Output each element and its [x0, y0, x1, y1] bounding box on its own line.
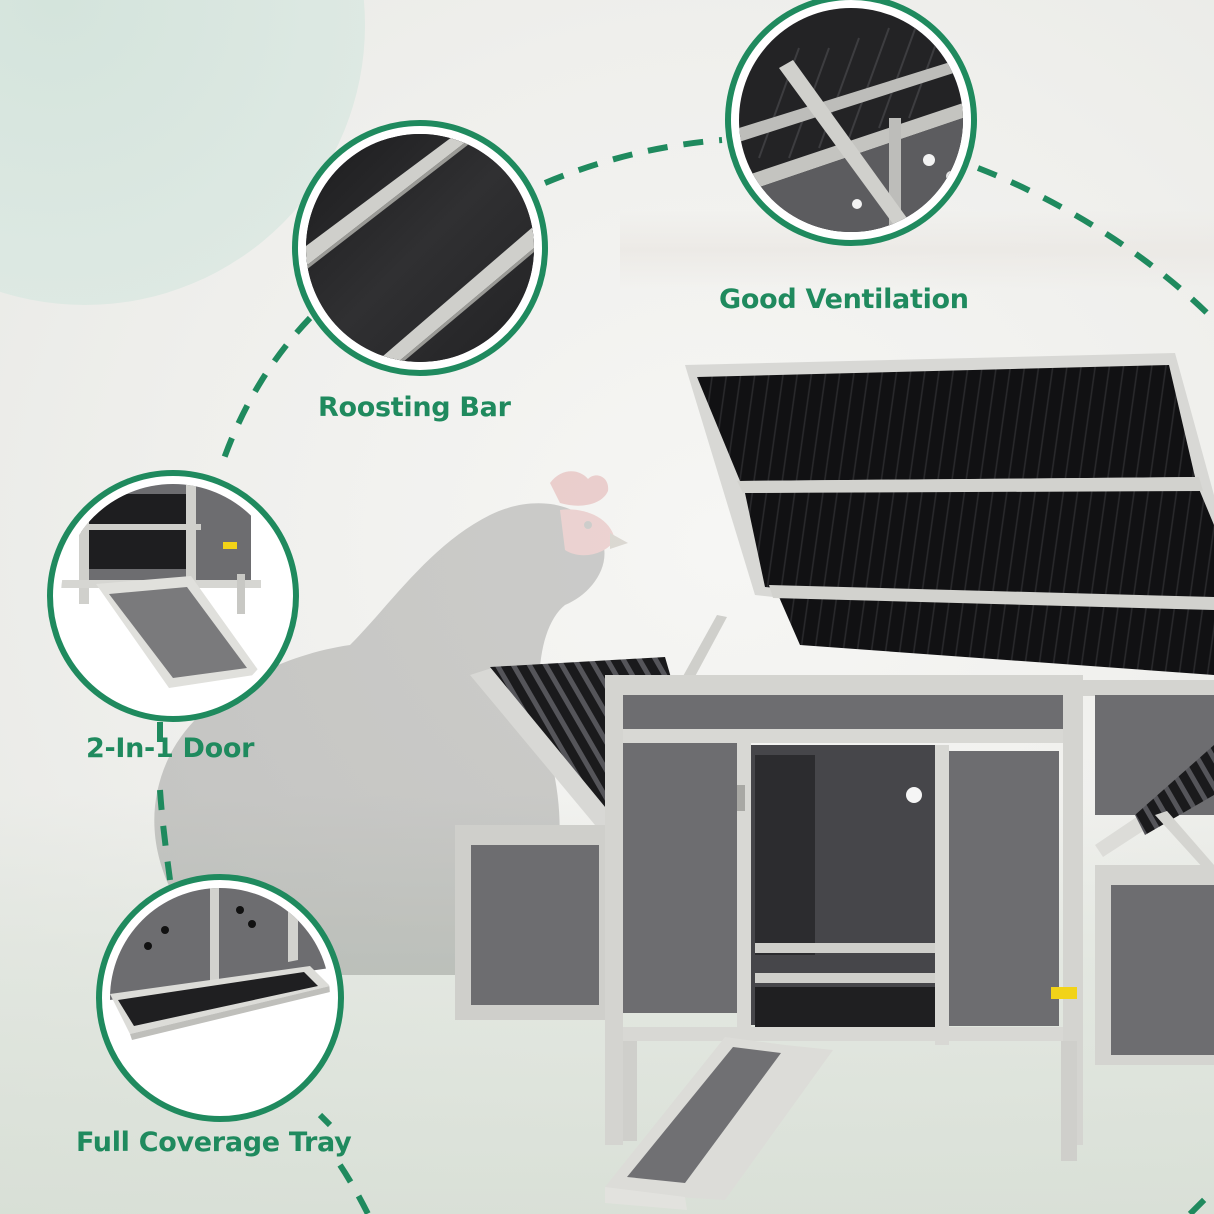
entry-ramp [605, 1037, 833, 1210]
tray-closeup-icon [110, 888, 330, 1108]
coop-main-body [605, 675, 1083, 1161]
open-roof [667, 353, 1214, 710]
chicken-coop-product [455, 345, 1214, 1214]
right-nest-box [1083, 680, 1214, 1065]
ramp-door-closeup-icon [61, 484, 285, 708]
2-in-1-door-label: 2-In-1 Door [86, 733, 255, 764]
good-ventilation-label: Good Ventilation [719, 284, 969, 315]
ventilation-image [725, 0, 977, 246]
tray-image [96, 874, 344, 1122]
full-coverage-tray-label: Full Coverage Tray [76, 1127, 352, 1158]
ramp-door-image [47, 470, 299, 722]
roosting-bar-closeup-icon [306, 134, 534, 362]
ventilation-closeup-icon [739, 8, 963, 232]
roosting-bar-label: Roosting Bar [318, 392, 511, 423]
roosting-bar-image [292, 120, 548, 376]
